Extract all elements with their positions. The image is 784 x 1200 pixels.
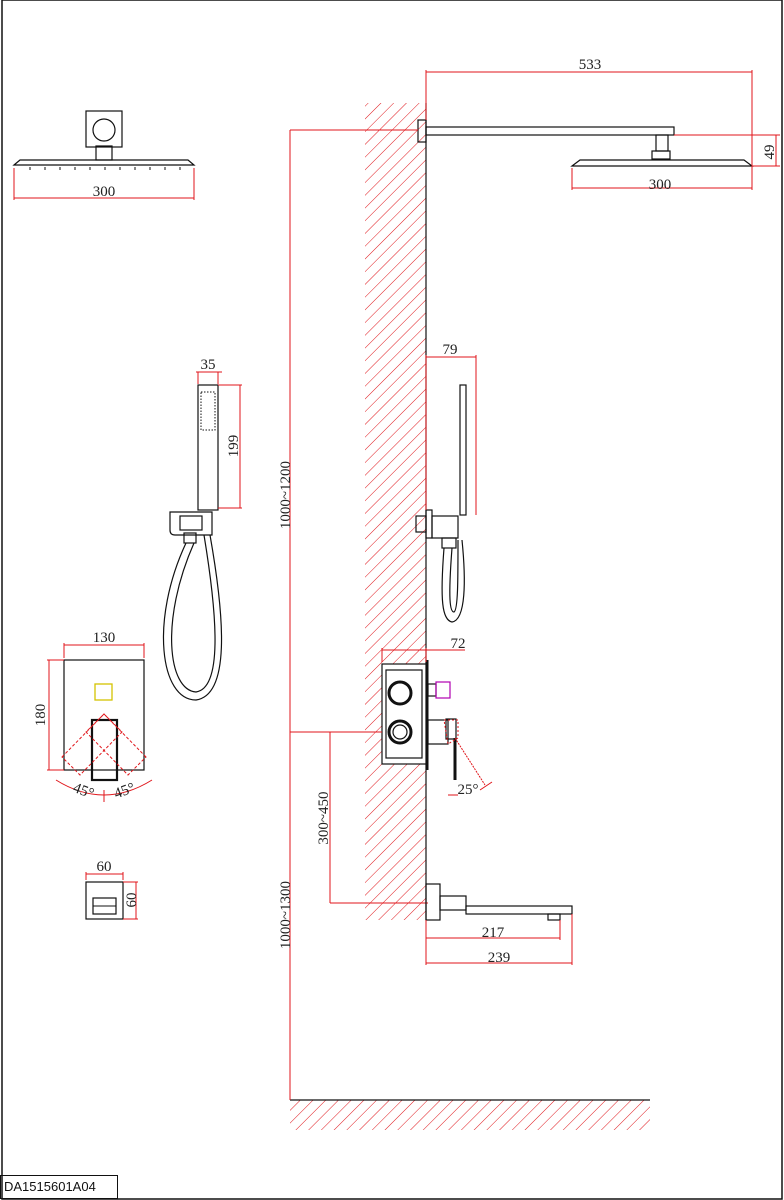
valve-side-view (381, 648, 493, 796)
dim-angle-right: 45° (112, 780, 137, 802)
dim-lever-angle: 25° (458, 782, 479, 798)
dim-spout-plate-width: 60 (97, 859, 112, 875)
shower-arm-side-view (417, 70, 780, 190)
wall-hatch (365, 103, 426, 920)
dim-head-top-width: 300 (93, 184, 116, 200)
dim-hand-length: 199 (226, 435, 242, 458)
button-icon (94, 683, 113, 701)
hand-shower-front-view (163, 371, 242, 701)
drawing-code-label: DA1515601A04 (0, 1175, 118, 1199)
hand-shower-side-view (415, 355, 477, 623)
dim-spout-height-range: 1000~1300 (278, 881, 294, 949)
dim-spout-length: 239 (488, 950, 511, 966)
dim-line-total-height (289, 129, 418, 1100)
floor-hatch (290, 1100, 650, 1130)
shower-head-top-view (12, 110, 196, 200)
dim-line-valve-spout (290, 731, 428, 904)
dim-angle-left: 45° (71, 780, 96, 802)
dim-plate-width: 130 (93, 630, 116, 646)
dim-arm-length: 533 (579, 57, 602, 73)
dim-total-height-range: 1000~1200 (278, 461, 294, 529)
dim-head-thickness: 49 (762, 145, 778, 160)
valve-plate-front-view (47, 643, 153, 802)
dim-hand-width: 35 (201, 357, 216, 373)
tub-spout-side-view (425, 883, 573, 965)
dim-plate-height: 180 (33, 704, 49, 727)
dim-hand-holder-projection: 79 (443, 342, 458, 358)
tub-spout-front-view (85, 872, 138, 920)
dim-spout-reach: 217 (482, 925, 505, 941)
dim-valve-depth: 72 (451, 636, 466, 652)
dim-valve-spout-gap: 300~450 (316, 791, 332, 844)
dim-head-side-width: 300 (649, 177, 672, 193)
dim-spout-plate-height: 60 (124, 893, 140, 908)
